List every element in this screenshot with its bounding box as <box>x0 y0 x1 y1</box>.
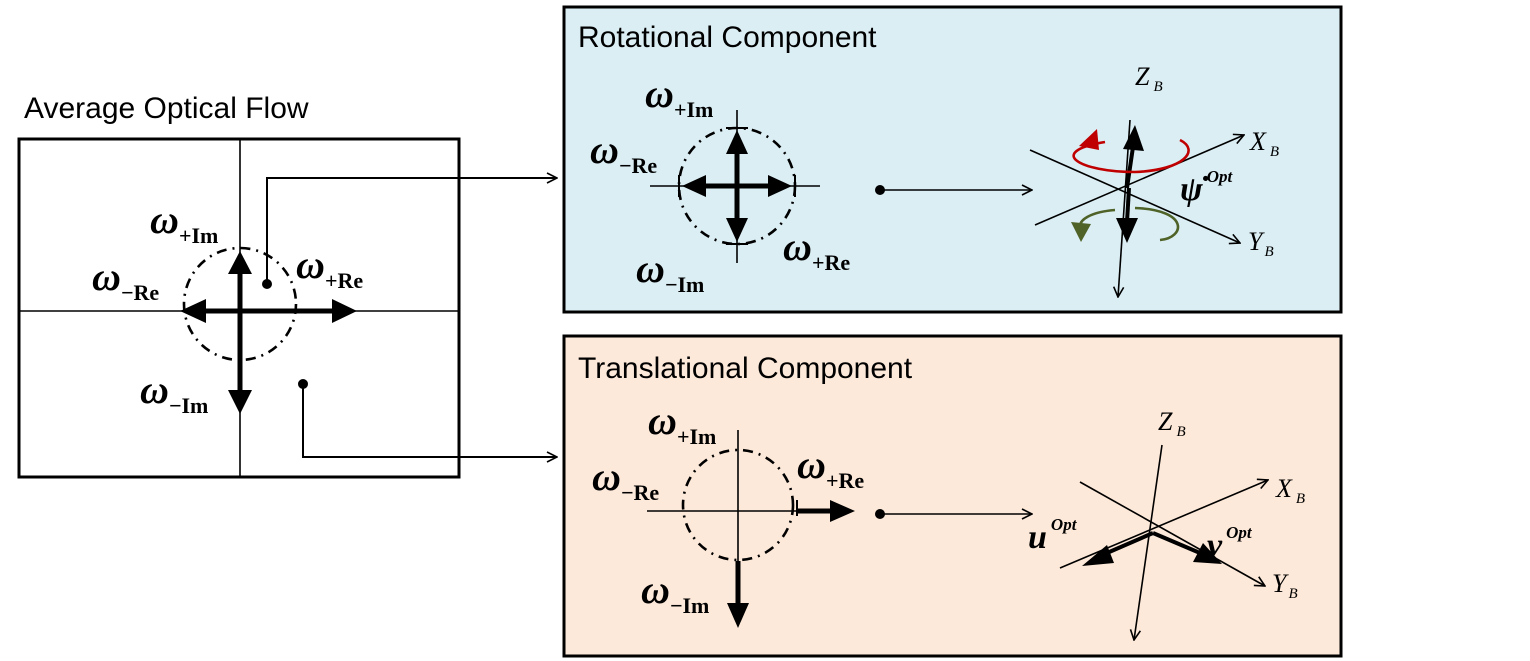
arrow-pos-im-head <box>228 251 252 274</box>
rot-label-omega-pos-im: ω+Im <box>645 71 713 122</box>
translational-panel-title: Translational Component <box>578 352 913 385</box>
average-flow-circle <box>182 246 298 362</box>
rotational-panel-frame <box>562 5 1343 314</box>
rot-label-omega-neg-re: ω−Re <box>590 127 657 178</box>
rot-ccw-curve-right <box>1134 206 1180 242</box>
trans-u-arrow-head <box>1082 545 1114 566</box>
trans-arrow-right-head <box>830 500 855 522</box>
rotational-panel-title: Rotational Component <box>578 21 877 54</box>
rot-cw-curve <box>1072 138 1190 174</box>
trans-y-axis <box>1079 481 1265 586</box>
rotational-component-panel: Rotational Component ω+Im ω−Re ω+Re ω−Im <box>562 5 1343 314</box>
rot-arrow-up-head <box>726 130 748 154</box>
trans-x-axis <box>1059 480 1268 569</box>
average-optical-flow-panel: Average Optical Flow ω+Im ω−Re ω+Re ω−Im <box>17 92 461 479</box>
rot-yaw-down-head <box>1116 218 1138 243</box>
rot-x-axis <box>1034 135 1244 226</box>
arrow-neg-im-head <box>228 390 252 414</box>
label-omega-pos-re: ω+Re <box>296 242 363 293</box>
trans-arrow-down-head <box>727 603 749 628</box>
trans-flow-circle <box>681 448 795 562</box>
rot-label-omega-neg-im: ω−Im <box>636 246 704 297</box>
rot-y-axis <box>1029 149 1240 243</box>
arrow-pos-re-head <box>332 299 357 323</box>
trans-label-omega-pos-re: ω+Re <box>797 442 864 493</box>
connector-to-translational <box>302 384 557 457</box>
trans-label-omega-pos-im: ω+Im <box>648 398 716 449</box>
label-omega-neg-im: ω−Im <box>140 367 208 418</box>
connector-to-rotational <box>266 178 557 284</box>
rot-label-omega-pos-re: ω+Re <box>783 224 850 275</box>
rot-arrow-right-head <box>768 175 792 197</box>
rot-yaw-up-head <box>1123 125 1144 151</box>
rot-yaw-down-arrow <box>1125 187 1131 223</box>
rot-ccw-curve-head <box>1071 222 1091 242</box>
label-omega-pos-im: ω+Im <box>150 197 218 248</box>
trans-v-arrow <box>1152 531 1201 555</box>
trans-z-axis <box>1134 444 1163 640</box>
arrow-neg-re-head <box>180 299 206 323</box>
trans-label-omega-neg-re: ω−Re <box>592 454 659 505</box>
rot-yaw-up-arrow <box>1125 146 1135 189</box>
rot-cw-curve-head <box>1079 129 1099 150</box>
translational-panel-frame <box>562 334 1343 658</box>
translational-component-panel: Translational Component ω+Im ω−Re ω+Re ω… <box>562 334 1343 658</box>
label-omega-neg-re: ω−Re <box>92 254 159 305</box>
average-panel-title: Average Optical Flow <box>24 92 309 125</box>
rot-arrow-down-head <box>726 218 748 242</box>
rot-arrow-left-head <box>682 175 706 197</box>
rot-z-axis <box>1118 119 1131 297</box>
trans-v-arrow-head <box>1193 543 1222 564</box>
trans-label-omega-neg-im: ω−Im <box>641 567 709 618</box>
